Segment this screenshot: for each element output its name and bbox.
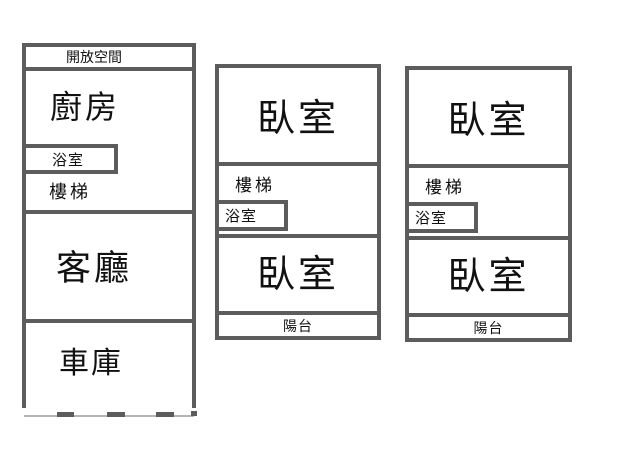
bathroom-room-floor1: 浴室 xyxy=(22,144,118,174)
stairs-label-floor3: 樓梯 xyxy=(425,178,465,197)
balcony-room: 陽台 xyxy=(409,313,568,338)
wall-divider xyxy=(26,319,192,323)
wall-divider xyxy=(219,234,377,238)
open-space-room: 開放空間 xyxy=(26,47,192,71)
living-room-label: 客廳 xyxy=(56,249,133,288)
bedroom-top-label: 臥室 xyxy=(256,98,339,140)
stairs-label-floor2: 樓梯 xyxy=(235,176,275,195)
bathroom-room-floor3: 浴室 xyxy=(405,202,478,233)
balcony-label: 陽台 xyxy=(283,317,313,334)
wall-divider xyxy=(409,236,568,240)
bedroom-bottom-label: 臥室 xyxy=(447,256,530,298)
bathroom-label: 浴室 xyxy=(51,151,84,169)
wall-divider xyxy=(219,162,377,166)
open-space-label: 開放空間 xyxy=(66,49,122,65)
stairs-label-floor1: 樓梯 xyxy=(49,182,91,202)
balcony-room: 陽台 xyxy=(219,311,377,336)
third-floor-plan: 臥室 樓梯 浴室 臥室 陽台 xyxy=(405,66,572,342)
balcony-label: 陽台 xyxy=(473,319,504,336)
garage-door-dash xyxy=(191,411,197,416)
second-floor-plan: 臥室 樓梯 浴室 臥室 陽台 xyxy=(215,64,381,340)
garage-label: 車庫 xyxy=(59,347,123,380)
wall-divider xyxy=(26,210,192,214)
bedroom-bottom-label: 臥室 xyxy=(256,254,339,296)
wall-divider xyxy=(409,164,568,168)
garage-door-dash xyxy=(57,412,74,417)
kitchen-label: 廚房 xyxy=(50,89,121,125)
bathroom-label: 浴室 xyxy=(415,210,448,227)
bathroom-room-floor2: 浴室 xyxy=(215,200,288,231)
bathroom-label: 浴室 xyxy=(225,208,258,225)
garage-door-dash xyxy=(107,412,125,417)
first-floor-plan: 開放空間 廚房 浴室 樓梯 客廳 車庫 xyxy=(22,43,196,408)
garage-door-dash xyxy=(156,412,174,417)
bedroom-top-label: 臥室 xyxy=(447,100,530,142)
